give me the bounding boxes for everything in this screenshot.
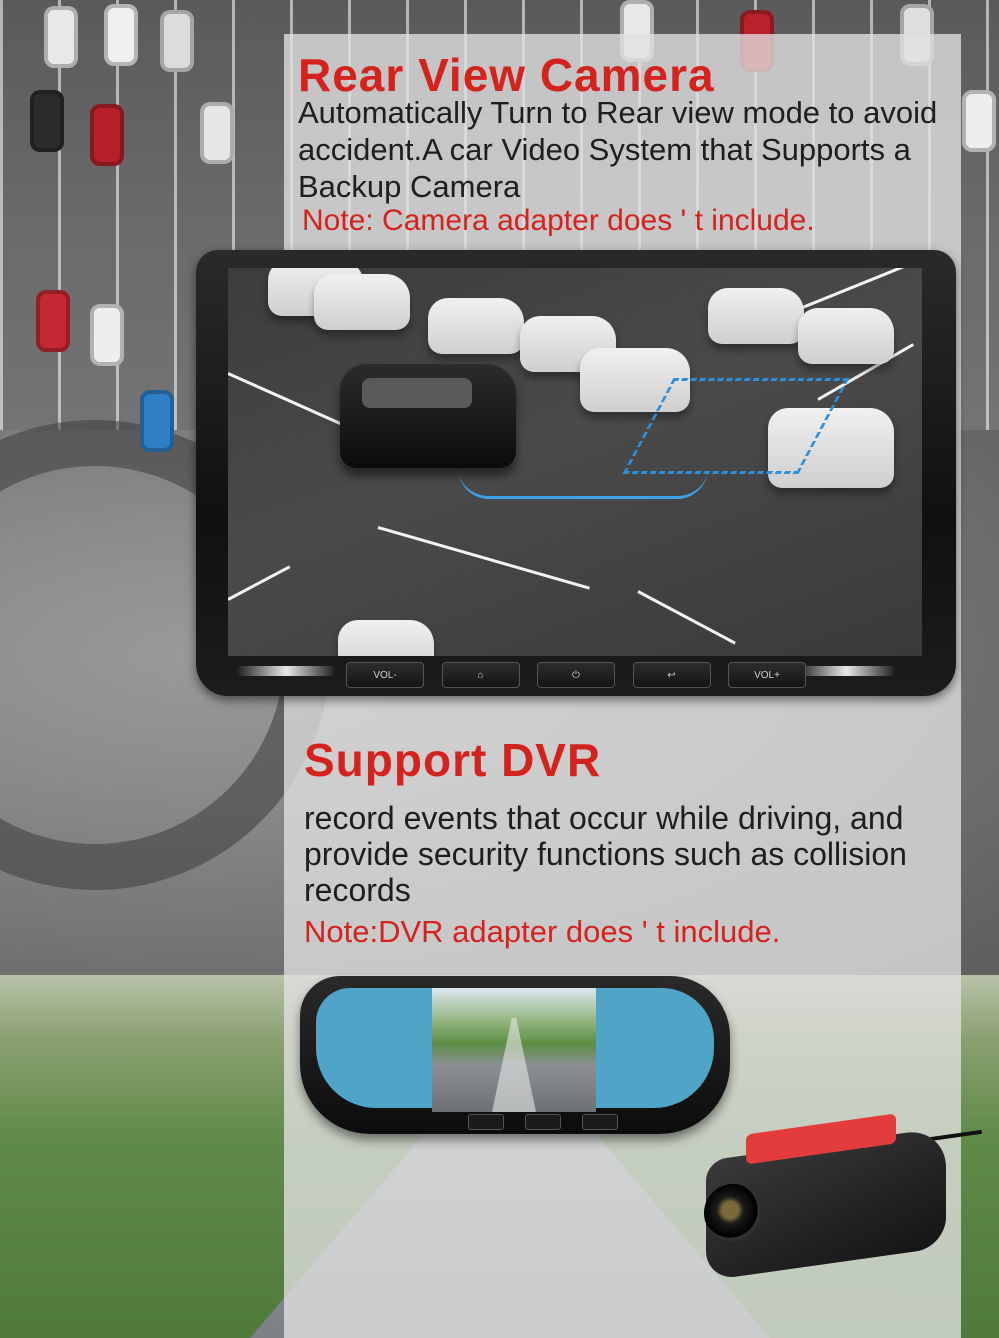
parked-car — [36, 290, 70, 352]
parking-assist-screen — [228, 268, 922, 656]
dvr-note: Note:DVR adapter does ' t include. — [304, 914, 781, 949]
parked-car — [104, 4, 138, 66]
parked-car — [44, 6, 78, 68]
home-icon[interactable]: ⌂ — [441, 662, 520, 688]
power-icon[interactable]: ⏻ — [537, 662, 615, 688]
parked-car — [428, 298, 524, 354]
mirror-button-row — [468, 1114, 618, 1130]
camera-lens-icon — [704, 1184, 762, 1242]
volume-down-button[interactable]: VOL- — [346, 662, 424, 688]
parked-car — [160, 10, 194, 72]
dash-camera — [686, 1113, 982, 1281]
parking-line — [377, 526, 590, 590]
parked-car — [90, 304, 124, 366]
back-icon[interactable]: ↩ — [632, 662, 711, 688]
parked-car — [962, 90, 996, 152]
parked-car — [338, 620, 434, 656]
volume-up-button[interactable]: VOL+ — [728, 662, 806, 688]
parking-line — [228, 565, 291, 601]
rear-view-camera-title: Rear View Camera — [298, 49, 715, 101]
support-dvr-title: Support DVR — [304, 734, 602, 786]
parking-line — [228, 372, 357, 432]
parked-car — [200, 102, 234, 164]
mirror-play-button[interactable] — [582, 1114, 618, 1130]
dvr-description: record events that occur while driving, … — [304, 800, 907, 908]
car-head-unit: VOL- ⌂ ⏻ ↩ VOL+ — [196, 250, 956, 696]
button-bar-glint — [236, 666, 336, 676]
reverse-guide-path — [458, 468, 708, 499]
parking-line — [637, 590, 736, 645]
parked-car — [768, 408, 894, 488]
parked-car — [90, 104, 124, 166]
parked-car — [140, 390, 174, 452]
rear-view-camera-description: Automatically Turn to Rear view mode to … — [298, 95, 938, 204]
mirror-video-display — [432, 988, 596, 1112]
parked-car — [798, 308, 894, 364]
mirror-menu-button[interactable] — [468, 1114, 504, 1130]
parked-car — [30, 90, 64, 152]
button-bar-glint — [796, 666, 896, 676]
mirror-camera-button[interactable] — [525, 1114, 561, 1130]
dvr-rearview-mirror — [300, 976, 730, 1134]
reversing-suv — [340, 364, 516, 468]
parked-car — [708, 288, 804, 344]
head-unit-button-bar: VOL- ⌂ ⏻ ↩ VOL+ — [346, 662, 806, 690]
parked-car — [314, 274, 410, 330]
parked-car — [580, 348, 690, 412]
rear-view-camera-note: Note: Camera adapter does ' t include. — [302, 204, 815, 237]
